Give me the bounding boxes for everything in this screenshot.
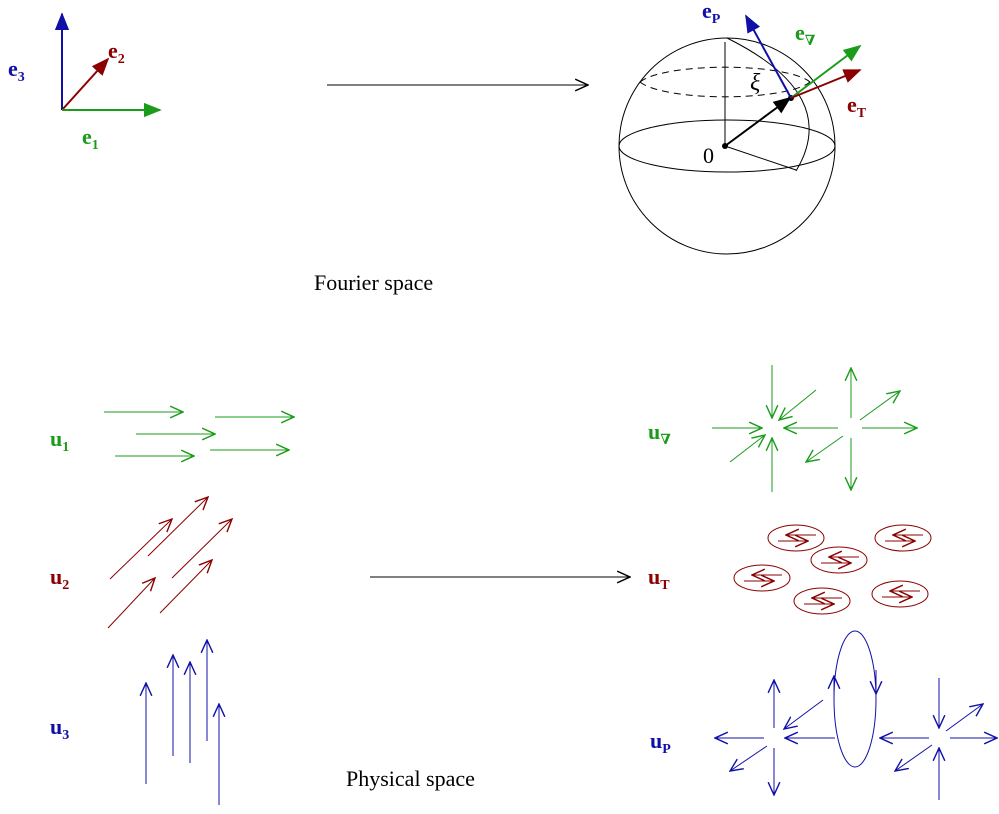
meridian-base bbox=[724, 145, 797, 171]
fourier-space-caption: Fourier space bbox=[314, 270, 433, 295]
eNabla-arrow bbox=[790, 44, 862, 99]
xi-label: ξ bbox=[750, 70, 761, 96]
u2-arrow bbox=[109, 519, 172, 580]
origin-label: 0 bbox=[703, 143, 714, 168]
uT-label: uT bbox=[648, 564, 670, 593]
u2-arrow bbox=[107, 578, 155, 629]
u3-label: u3 bbox=[50, 714, 69, 743]
uNabla-arrow bbox=[859, 391, 900, 421]
eT-label: eT bbox=[847, 92, 867, 121]
uNabla-field bbox=[712, 365, 917, 492]
basis-vectors: e3 e2 e1 bbox=[8, 12, 162, 153]
eP-label: eP bbox=[702, 0, 721, 27]
uP-label: uP bbox=[650, 728, 671, 757]
uP-arrow bbox=[895, 744, 933, 771]
uT-field bbox=[733, 524, 932, 615]
sphere-vectors: eP e∇ eT ξ 0 bbox=[702, 0, 867, 168]
uT-vortex bbox=[793, 587, 851, 615]
u1-field bbox=[104, 412, 294, 456]
e3-label: e3 bbox=[8, 56, 25, 85]
uT-vortex bbox=[874, 524, 932, 552]
u2-field bbox=[107, 497, 232, 629]
uT-vortex bbox=[767, 524, 825, 552]
u2-arrow bbox=[171, 519, 232, 579]
u1-label: u1 bbox=[50, 426, 69, 455]
uT-vortex bbox=[871, 580, 929, 608]
u2-arrow bbox=[159, 560, 212, 614]
uT-vortex bbox=[810, 546, 868, 574]
u2-label: u2 bbox=[50, 564, 69, 593]
xi-vector bbox=[724, 96, 792, 147]
uP-loop bbox=[833, 630, 877, 768]
u3-field bbox=[146, 640, 219, 805]
equator bbox=[618, 119, 836, 173]
e2-label: e2 bbox=[108, 38, 125, 67]
physical-space-caption: Physical space bbox=[346, 766, 475, 791]
e1-label: e1 bbox=[82, 124, 99, 153]
uP-arrow bbox=[730, 745, 768, 771]
uNabla-label: u∇ bbox=[648, 419, 671, 448]
origin-dot bbox=[722, 143, 728, 149]
eT-arrow bbox=[790, 69, 862, 99]
meridian bbox=[726, 37, 810, 172]
eNabla-label: e∇ bbox=[795, 20, 816, 49]
uNabla-arrow bbox=[806, 435, 844, 462]
uP-arrow bbox=[784, 699, 824, 729]
u2-arrow bbox=[147, 497, 208, 557]
eP-arrow bbox=[745, 14, 792, 99]
fourier-sphere bbox=[618, 37, 836, 255]
uNabla-arrow bbox=[729, 435, 765, 463]
uP-arrow bbox=[945, 704, 983, 732]
uP-field bbox=[715, 630, 997, 800]
e2-arrow bbox=[61, 57, 110, 111]
uT-vortex bbox=[733, 564, 791, 592]
uNabla-arrow bbox=[779, 389, 817, 420]
